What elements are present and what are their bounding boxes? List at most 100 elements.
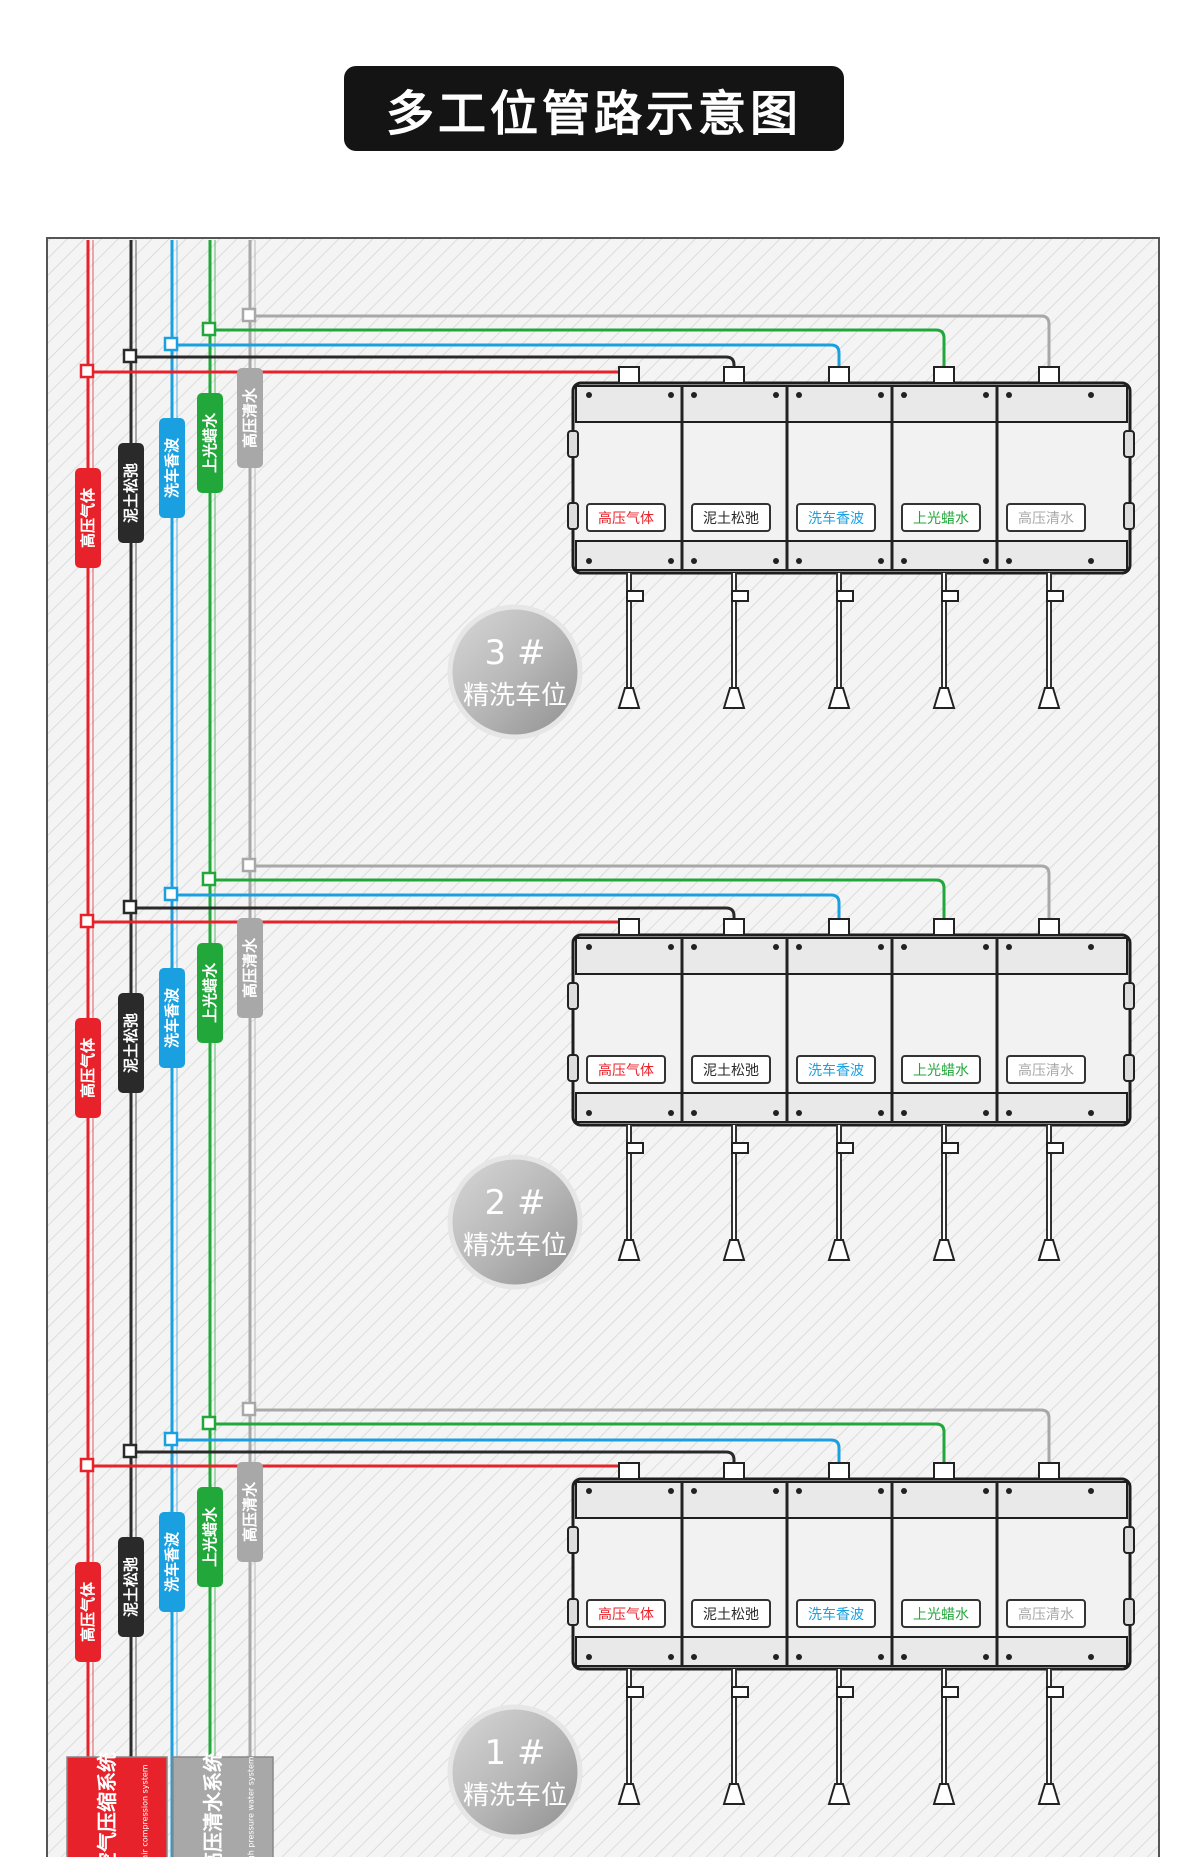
reel-label-plate	[901, 1599, 981, 1628]
hose-clamp	[941, 1142, 959, 1154]
tee-fitting	[163, 886, 179, 902]
branch-pipe-water	[250, 314, 1051, 381]
reel-label-plate	[691, 1055, 771, 1084]
station-number: 3 #	[485, 633, 546, 673]
spray-nozzle	[722, 1239, 746, 1261]
screw	[983, 558, 989, 564]
inlet-fitting	[933, 1462, 955, 1480]
screw	[691, 1488, 697, 1494]
hose-clamp	[626, 1142, 644, 1154]
pipe-label-soil: 泥土松弛	[122, 1013, 140, 1073]
side-handle	[567, 1054, 579, 1082]
side-handle	[1123, 1054, 1135, 1082]
pipe-label-water: 高压清水	[241, 937, 259, 998]
station-disc	[447, 1704, 583, 1840]
screw	[691, 944, 697, 950]
branch-pipe-wax	[210, 878, 946, 933]
station-disc	[447, 604, 583, 740]
hose-clamp	[836, 1142, 854, 1154]
inlet-fitting	[723, 366, 745, 384]
station-number: 1 #	[485, 1733, 546, 1773]
side-handle	[567, 430, 579, 458]
screw	[878, 1110, 884, 1116]
pipe-label-tag-wash	[159, 968, 185, 1068]
branch-pipe-wash	[172, 893, 841, 933]
reel-label-soil: 泥土松弛	[703, 1063, 759, 1079]
side-handle	[1123, 1526, 1135, 1554]
screw	[901, 1110, 907, 1116]
screw	[1088, 944, 1094, 950]
screw	[586, 558, 592, 564]
screw	[983, 1488, 989, 1494]
screw	[983, 1110, 989, 1116]
pipe-label-wax: 上光蜡水	[201, 1506, 219, 1567]
pipe-label-water: 高压清水	[241, 1481, 259, 1542]
reel-label-air: 高压气体	[598, 1062, 654, 1079]
reel-label-water: 高压清水	[1018, 1062, 1074, 1079]
hose-clamp	[941, 590, 959, 602]
screw	[901, 558, 907, 564]
reel-label-wax: 上光蜡水	[913, 1063, 969, 1079]
system-box	[172, 1756, 274, 1857]
hose-clamp	[731, 590, 749, 602]
screw	[586, 1654, 592, 1660]
screw	[983, 392, 989, 398]
page-title: 多工位管路示意图	[385, 85, 802, 142]
side-handle	[567, 1526, 579, 1554]
station-label: 精洗车位	[463, 1781, 567, 1811]
screw	[1088, 1488, 1094, 1494]
screw	[983, 944, 989, 950]
pipe-label-wash: 洗车香波	[163, 1531, 181, 1592]
spray-nozzle	[722, 687, 746, 709]
branch-pipe-water	[250, 864, 1051, 933]
pipe-label-wash: 洗车香波	[163, 437, 181, 498]
inlet-fitting	[1038, 1462, 1060, 1480]
reel-label-water: 高压清水	[1018, 510, 1074, 527]
screw	[796, 1654, 802, 1660]
inlet-fitting	[933, 366, 955, 384]
branch-pipe-water	[250, 1408, 1051, 1477]
inlet-fitting	[1038, 366, 1060, 384]
spray-nozzle	[827, 1783, 851, 1805]
reel-label-plate	[691, 503, 771, 532]
screw	[691, 558, 697, 564]
title-banner: 多工位管路示意图	[344, 66, 844, 151]
pipe-label-air: 高压气体	[79, 1037, 97, 1098]
screw	[668, 558, 674, 564]
branch-pipe-wax	[210, 1422, 946, 1477]
tee-fitting	[241, 1401, 257, 1417]
screw	[1088, 1654, 1094, 1660]
inlet-fitting	[1038, 918, 1060, 936]
pipe-label-tag-air	[75, 468, 101, 568]
inlet-fitting	[618, 918, 640, 936]
pipe-label-tag-wax	[197, 1487, 223, 1587]
hose-clamp	[836, 590, 854, 602]
pipe-label-tag-wash	[159, 1512, 185, 1612]
hose-clamp	[941, 1686, 959, 1698]
hose-clamp	[731, 1686, 749, 1698]
reel-label-air: 高压气体	[598, 1606, 654, 1623]
pipe-label-tag-soil	[118, 1537, 144, 1637]
screw	[668, 1654, 674, 1660]
screw	[796, 558, 802, 564]
hose-clamp	[1046, 1686, 1064, 1698]
tee-fitting	[201, 321, 217, 337]
pipe-label-tag-wash	[159, 418, 185, 518]
branch-pipe-wax	[210, 328, 946, 381]
inlet-fitting	[828, 918, 850, 936]
spray-nozzle	[932, 1239, 956, 1261]
screw	[773, 1654, 779, 1660]
screw	[773, 392, 779, 398]
screw	[668, 392, 674, 398]
system-label: 高压清水系统	[201, 1752, 225, 1857]
tee-fitting	[163, 336, 179, 352]
screw	[1088, 1110, 1094, 1116]
screw	[796, 944, 802, 950]
tee-fitting	[241, 857, 257, 873]
screw	[901, 944, 907, 950]
system-sublabel: air compression system	[141, 1764, 150, 1857]
reel-top-bar	[575, 1481, 1128, 1519]
reel-label-plate	[1006, 503, 1086, 532]
branch-pipe-wash	[172, 343, 841, 381]
